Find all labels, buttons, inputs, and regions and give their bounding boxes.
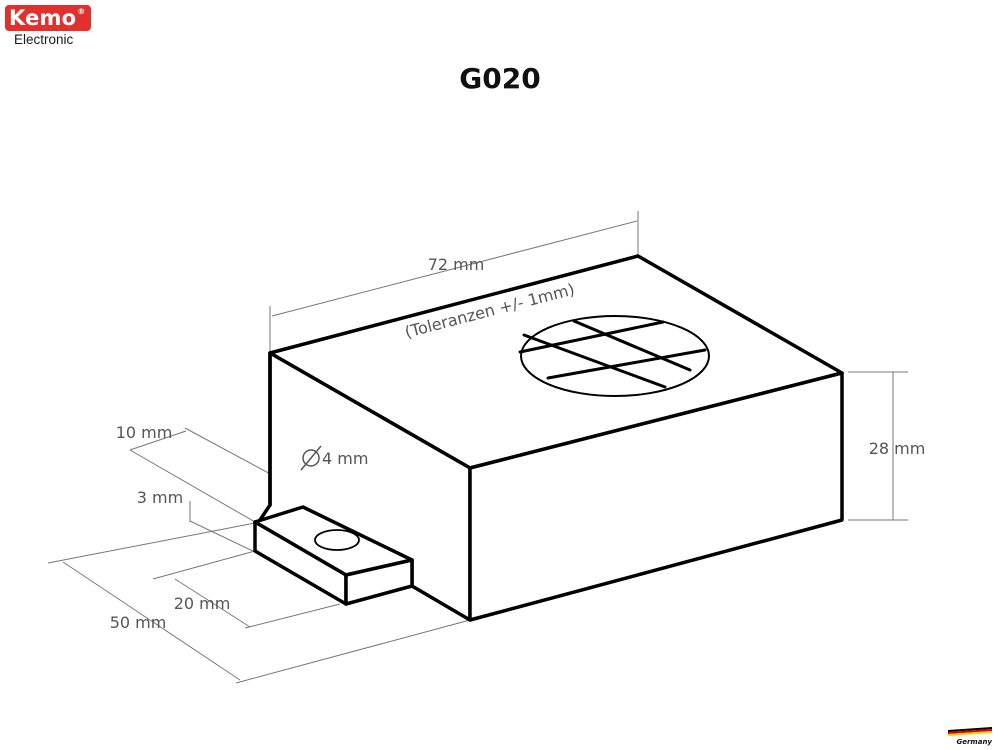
kemo-logo: Kemo® Electronic [5, 5, 93, 47]
germany-flag-icon [948, 727, 992, 736]
dimension-lines [47, 211, 908, 684]
registered-mark: ® [77, 7, 86, 16]
brand-name: Kemo [9, 6, 77, 30]
product-title: G020 [459, 62, 541, 95]
mounting-tab [253, 505, 414, 606]
height-label: 28 mm [869, 439, 926, 458]
germany-text: Germany [956, 738, 992, 746]
diameter-symbol-icon [300, 445, 322, 471]
logo-badge: Kemo® [5, 5, 91, 31]
length-label: 72 mm [428, 255, 485, 274]
enclosure-right-face [468, 371, 844, 622]
brand-subtitle: Electronic [14, 32, 74, 47]
width-label: 50 mm [110, 613, 167, 632]
speaker-grille-icon [518, 315, 710, 397]
tab-front-face [344, 558, 414, 606]
tab-offset-label: 10 mm [116, 423, 173, 442]
tab-thickness-label: 3 mm [137, 488, 183, 507]
mounting-hole [314, 529, 360, 551]
germany-badge: Germany [948, 727, 992, 746]
tab-length-label: 20 mm [174, 594, 231, 613]
hole-diameter-label: 4 mm [322, 449, 368, 468]
